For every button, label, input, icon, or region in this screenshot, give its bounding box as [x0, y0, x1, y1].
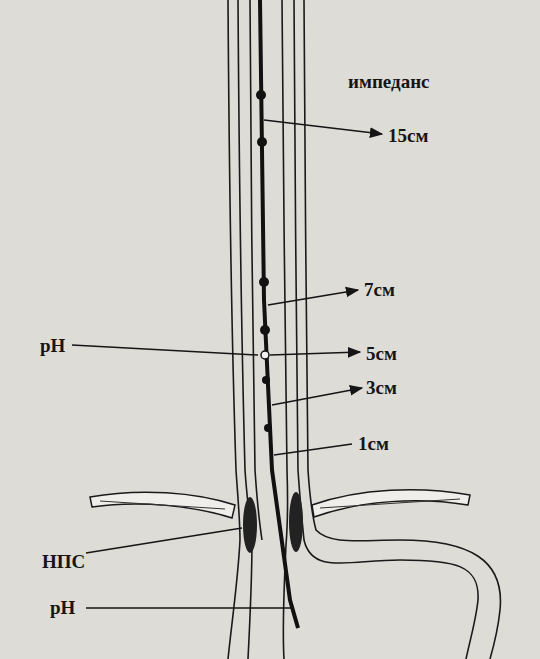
ph-sensor [261, 351, 269, 359]
text-label: НПС [42, 552, 85, 571]
impedance-electrode [256, 90, 272, 432]
text-label: 5см [366, 344, 397, 363]
text-label: импеданс [348, 72, 430, 91]
text-label: 1см [358, 434, 389, 453]
text-label: pH [50, 598, 75, 617]
text-label: pH [40, 336, 65, 355]
text-label: 15см [388, 126, 428, 145]
sphincter [243, 492, 303, 553]
diaphragm-hatching [100, 499, 460, 509]
esophagus-wall [228, 0, 500, 659]
text-label: 3см [366, 378, 397, 397]
leader-line [72, 120, 382, 608]
text-label: 7см [364, 280, 395, 299]
